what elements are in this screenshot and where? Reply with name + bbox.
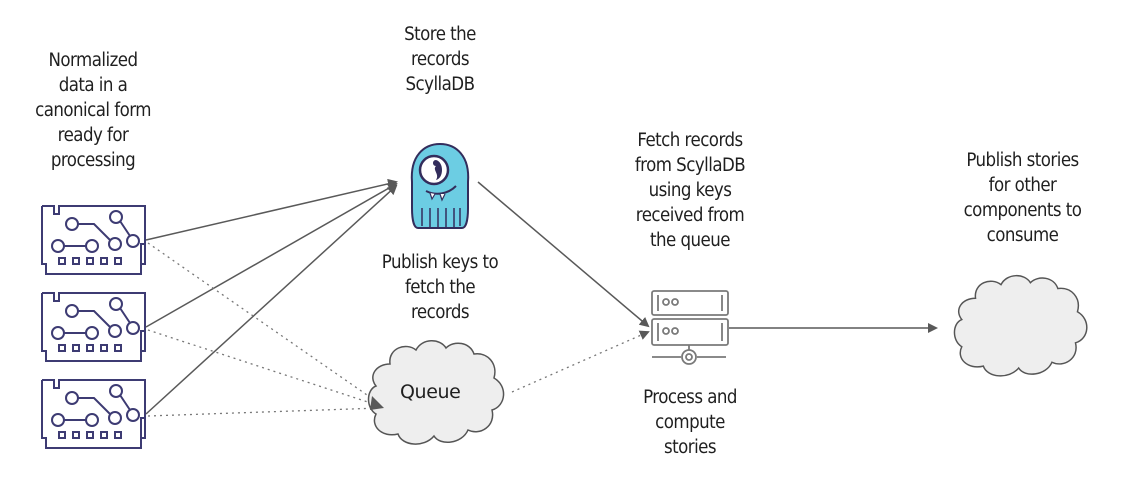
consumers-cloud-icon (953, 274, 1088, 377)
edge-board2-scylla (145, 183, 398, 328)
circuit-board-icon (41, 205, 146, 275)
edge-board1-scylla (145, 178, 398, 241)
server-icon (651, 290, 729, 365)
edge-queue-server (511, 330, 650, 393)
label-process-stories: Process and compute stories (643, 387, 737, 458)
label-source-data: Normalized data in a canonical form read… (35, 50, 151, 171)
label-publish-keys: Publish keys to fetch the records (381, 252, 499, 323)
circuit-board-icon (41, 379, 146, 449)
edge-board1-queue (147, 242, 381, 405)
edge-scylla-server (477, 181, 650, 328)
scylladb-monster-icon (410, 142, 470, 229)
edge-board2-queue (147, 329, 381, 407)
label-store-records: Store the records ScyllaDB (404, 24, 476, 95)
queue-label: Queue (400, 381, 461, 403)
label-fetch-records: Fetch records from ScyllaDB using keys r… (634, 130, 746, 251)
queue-arrowhead (370, 396, 384, 410)
label-publish-stories: Publish stories for other components to … (963, 150, 1082, 246)
circuit-board-icon (41, 292, 146, 362)
edge-board3-queue (147, 407, 381, 417)
edge-board3-scylla (145, 184, 398, 415)
